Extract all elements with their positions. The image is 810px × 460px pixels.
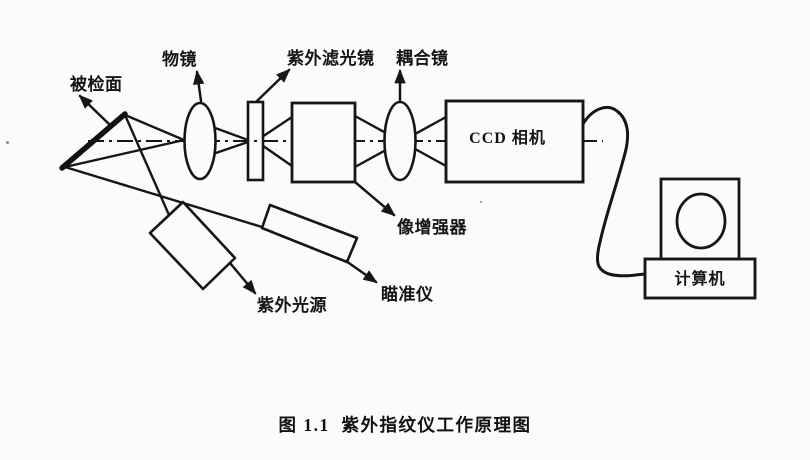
computer-screen-circle: [675, 192, 727, 250]
ray-bottom-to-lens: [63, 138, 186, 169]
figure-caption: 图 1.1 紫外指纹仪工作原理图: [278, 415, 532, 435]
ccd-to-computer-cable: [581, 106, 647, 278]
arrow-objective-lens: [192, 70, 205, 103]
computer-label: 计算机: [674, 271, 726, 288]
scan-speck: [6, 141, 9, 144]
arrow-inspected-surface: [78, 94, 112, 127]
collimator-label: 瞄准仪: [381, 285, 434, 304]
beam-uv-source-to-surface: [123, 113, 171, 217]
arrow-uv-filter: [255, 68, 291, 103]
inspected-surface-label: 被检面: [70, 75, 123, 94]
collimator-shape: [260, 203, 359, 264]
ray-top-to-lens: [123, 113, 186, 142]
objective-lens-shape: [183, 101, 217, 181]
arrow-collimator: [344, 259, 378, 284]
ccd-camera-shape: [444, 99, 585, 184]
beam-collimator-to-surface: [63, 165, 264, 229]
scan-speck: [480, 201, 482, 203]
computer-base-shape: [643, 257, 757, 300]
arrow-uv-light-source: [228, 261, 257, 295]
arrow-image-intensifier: [353, 180, 396, 217]
image-intensifier-shape: [290, 101, 357, 184]
objective-lens-label: 物镜: [162, 50, 197, 69]
coupling-lens-shape: [383, 100, 417, 182]
uv-light-source-label: 紫外光源: [257, 296, 327, 315]
ccd-camera-label: CCD 相机: [469, 130, 546, 147]
coupling-lens-label: 耦合镜: [396, 49, 449, 68]
uv-light-source-shape: [148, 200, 237, 291]
image-intensifier-label: 像增强器: [397, 218, 467, 237]
uv-filter-label: 紫外滤光镜: [287, 49, 375, 68]
